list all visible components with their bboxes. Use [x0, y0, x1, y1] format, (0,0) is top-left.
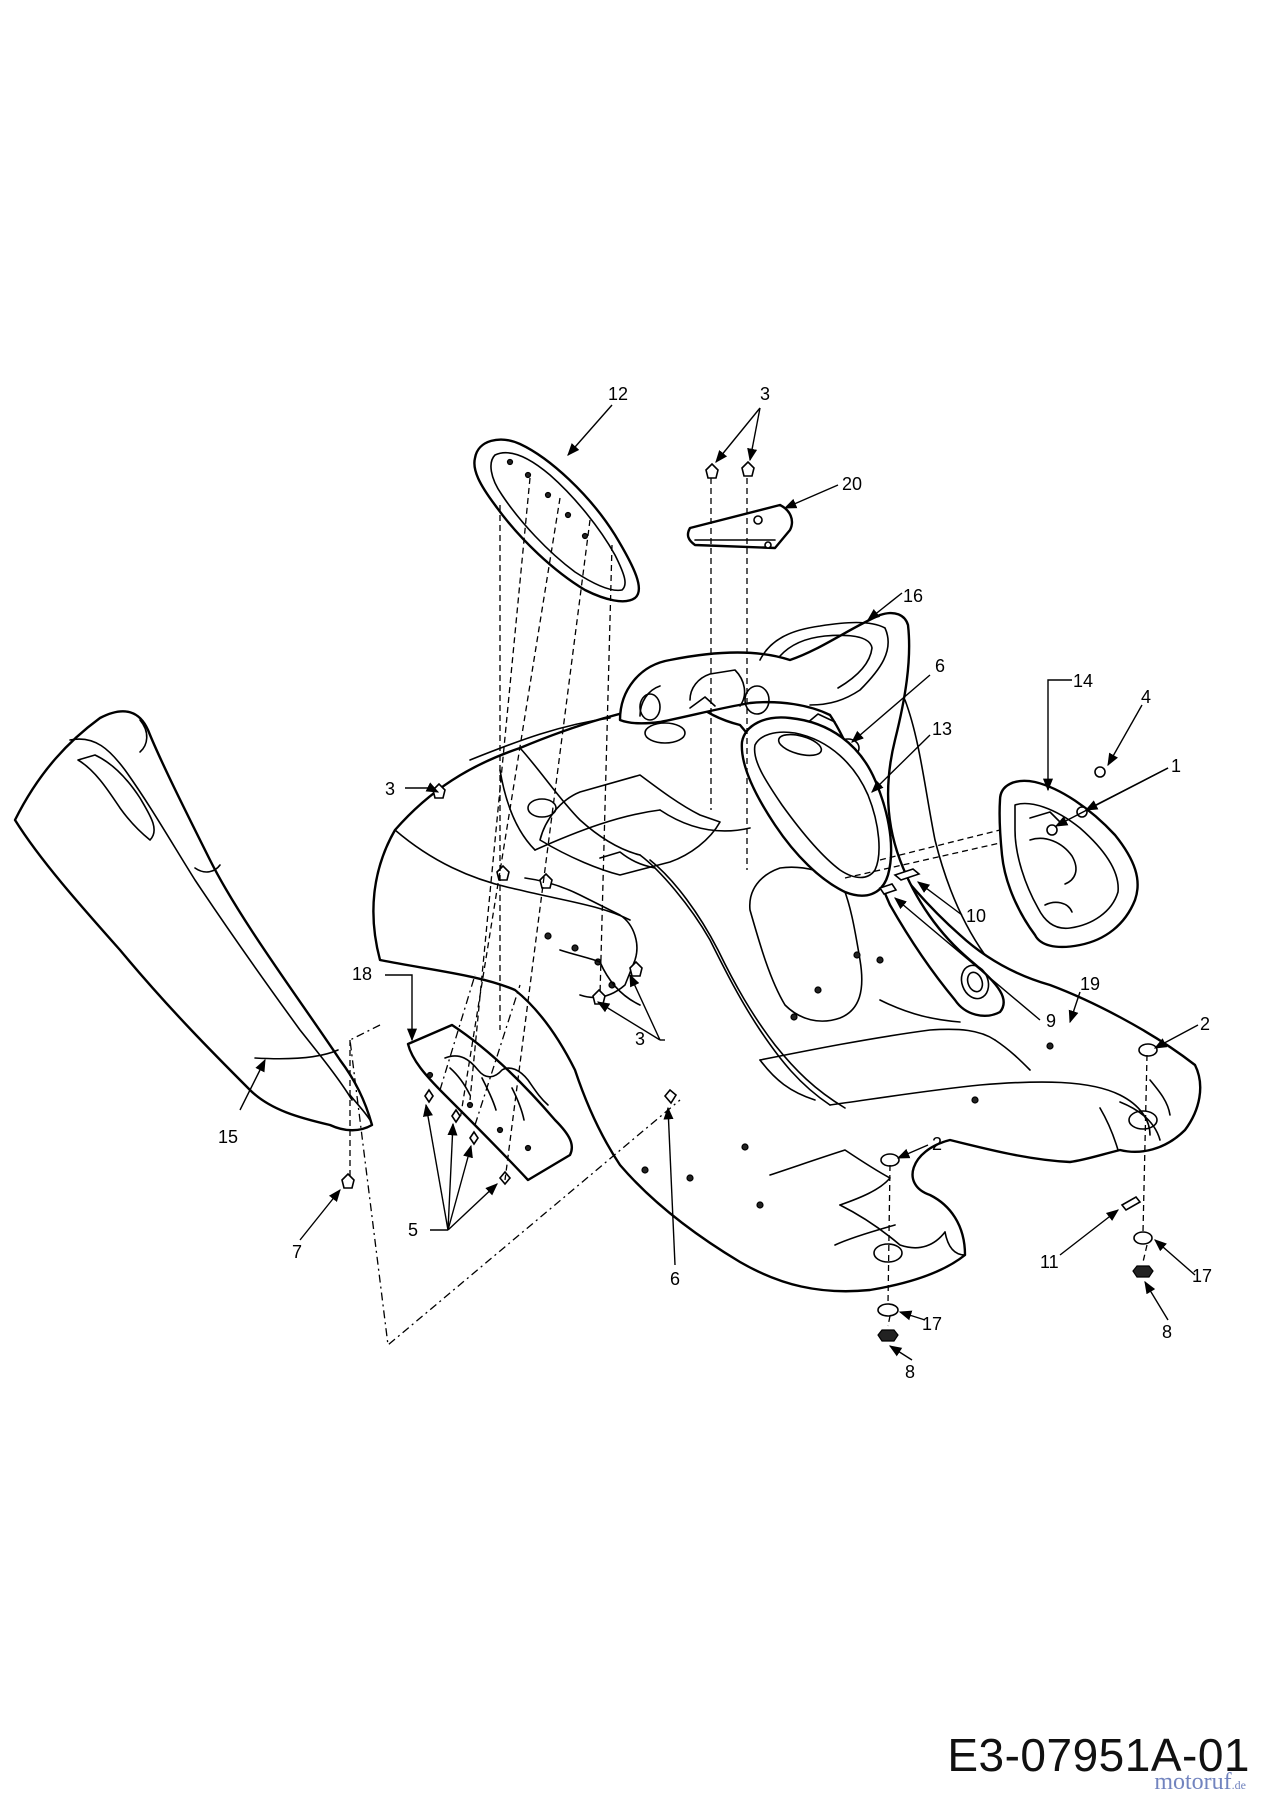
callout-2: 2 [1200, 1014, 1210, 1034]
callout-9: 9 [1046, 1011, 1056, 1031]
callout-11: 11 [1040, 1252, 1059, 1272]
callout-7: 7 [292, 1242, 302, 1262]
callout-10: 10 [966, 906, 986, 926]
watermark-tld: .de [1231, 1778, 1246, 1792]
assembly-lines [349, 477, 1148, 1347]
callout-6: 6 [935, 656, 945, 676]
part-14-housing [998, 779, 1139, 949]
callout-17: 17 [1192, 1266, 1212, 1286]
callout-5: 5 [408, 1220, 418, 1240]
callout-19: 19 [1080, 974, 1100, 994]
callout-3: 3 [635, 1029, 645, 1049]
callout-6: 6 [670, 1269, 680, 1289]
leader-lines [239, 404, 1199, 1361]
callout-16: 16 [903, 586, 923, 606]
callout-1: 1 [1171, 756, 1181, 776]
callout-13: 13 [932, 719, 952, 739]
part-15-left-fender [13, 710, 374, 1132]
callout-14: 14 [1073, 671, 1093, 691]
part-20-bracket [686, 503, 794, 550]
part-16-rear-frame [618, 611, 1005, 1017]
callout-labels: 1 2 2 3 3 3 4 5 6 6 7 8 8 9 10 11 12 13 … [218, 384, 1212, 1382]
watermark-logo: motoruf.de [1154, 1769, 1246, 1796]
callout-12: 12 [608, 384, 628, 404]
callout-20: 20 [842, 474, 862, 494]
callout-4: 4 [1141, 687, 1151, 707]
callout-15: 15 [218, 1127, 238, 1147]
callout-3: 3 [760, 384, 770, 404]
callout-18: 18 [352, 964, 372, 984]
callout-3: 3 [385, 779, 395, 799]
watermark-name: motoruf [1154, 1769, 1232, 1795]
callout-17: 17 [922, 1314, 942, 1334]
part-13-pad [740, 716, 893, 897]
hardware [341, 460, 1158, 1342]
callout-8: 8 [905, 1362, 915, 1382]
callout-2: 2 [932, 1134, 942, 1154]
part-18-plate [406, 1023, 574, 1182]
callout-8: 8 [1162, 1322, 1172, 1342]
drawing-code: E3-07951A-01 [947, 1729, 1250, 1781]
